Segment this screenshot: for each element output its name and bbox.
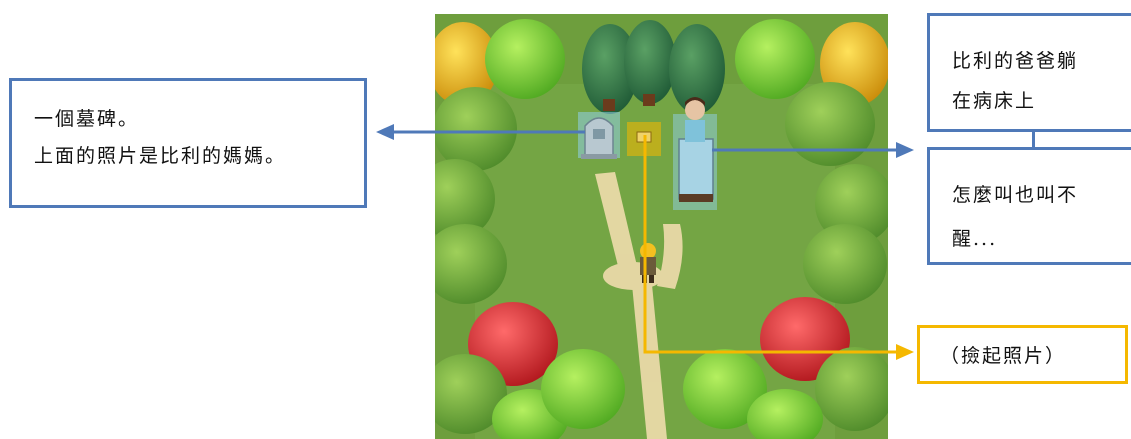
father-callout-bottom-line1: 怎麼叫也叫不 <box>952 184 1079 206</box>
father-callout-bottom-line2: 醒... <box>952 228 998 250</box>
back-trees <box>582 20 725 114</box>
tombstone-callout: 一個墓碑。 上面的照片是比利的媽媽。 <box>9 78 367 208</box>
tombstone-arrowhead <box>376 124 394 140</box>
game-scene <box>435 14 888 439</box>
father-callout-top: 比利的爸爸躺 在病床上 <box>927 13 1131 132</box>
photo-item-icon <box>636 131 652 143</box>
father-callout-joiner <box>1032 131 1035 149</box>
left-trees <box>435 19 568 439</box>
tombstone-callout-line2: 上面的照片是比利的媽媽。 <box>34 145 287 167</box>
father-callout-bottom: 怎麼叫也叫不 醒... <box>927 147 1131 265</box>
bottom-trees <box>541 349 767 429</box>
pickup-callout: （撿起照片） <box>917 325 1128 384</box>
hospital-bed-icon <box>678 138 714 202</box>
father-arrowhead <box>896 142 914 158</box>
father-callout-top-line2: 在病床上 <box>952 90 1037 112</box>
tombstone-icon <box>581 117 617 159</box>
father-callout-top-line1: 比利的爸爸躺 <box>952 50 1079 72</box>
pickup-callout-text: （撿起照片） <box>940 345 1067 367</box>
pickup-arrowhead <box>896 344 914 360</box>
tombstone-callout-line1: 一個墓碑。 <box>34 108 140 130</box>
